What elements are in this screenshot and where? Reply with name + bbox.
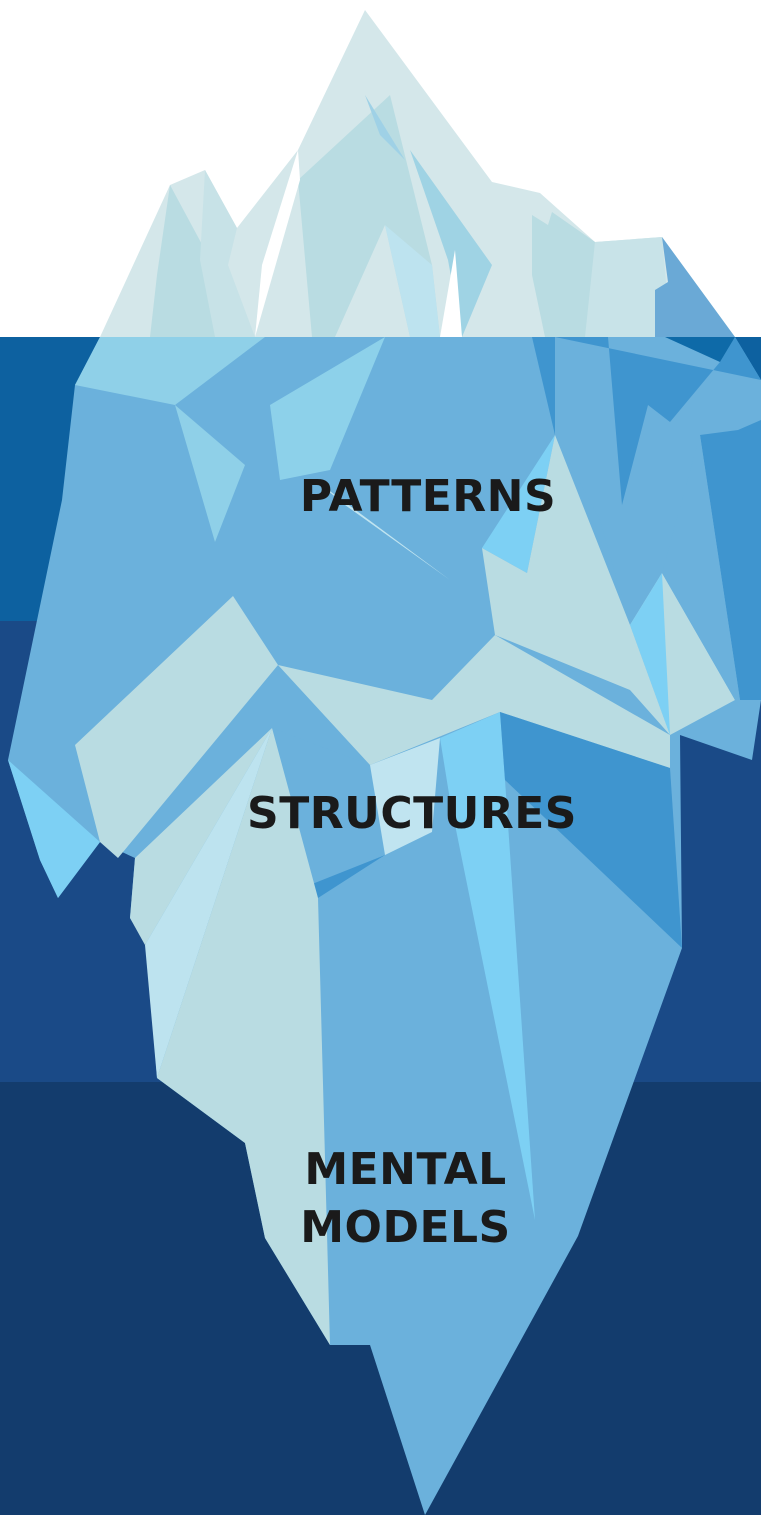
- layer-label-patterns: PATTERNS: [0, 468, 761, 526]
- layer-label-line: PATTERNS: [95, 468, 761, 526]
- layer-label-line: STRUCTURES: [63, 785, 761, 843]
- layer-label-structures: STRUCTURES: [0, 785, 761, 843]
- layer-label-mental-models: MENTAL MODELS: [0, 1141, 761, 1257]
- layer-label-line: MODELS: [50, 1199, 761, 1257]
- layer-label-line: MENTAL: [50, 1141, 761, 1199]
- iceberg-tip: [100, 10, 735, 337]
